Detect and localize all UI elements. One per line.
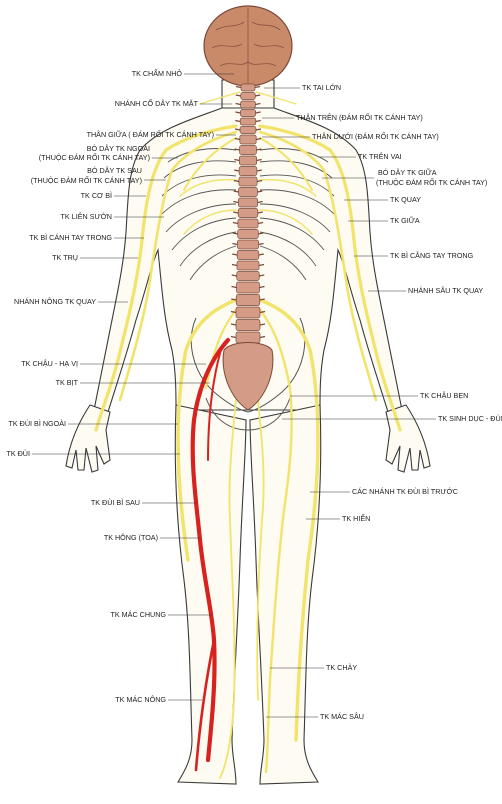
- label-than-giua: THÂN GIỮA ( ĐÁM RỐI TK CÁNH TAY): [87, 129, 214, 139]
- label-tk-chau-ha-vi: TK CHẬU - HẠ VỊ: [21, 359, 78, 368]
- label-tk-chay: TK CHÀY: [326, 663, 357, 672]
- label-tk-dui-bi-ngoai: TK ĐÙI BÌ NGOÀI: [8, 419, 66, 428]
- label-tk-tai-lon: TK TAI LỚN: [302, 83, 341, 92]
- vertebra: [241, 84, 255, 91]
- label-nhanh-co-day-tk-mat: NHÁNH CỔ DÂY TK MẶT: [115, 99, 199, 108]
- label-than-tren: THÂN TRÊN (ĐÁM RỐI TK CÁNH TAY): [296, 112, 423, 122]
- label-tk-co-bi: TK CƠ BÌ: [81, 191, 112, 200]
- label-tk-mac-chung: TK MÁC CHUNG: [110, 610, 166, 619]
- label-cac-nhanh-tk-dui-bi-truoc: CÁC NHÁNH TK ĐÙI BÌ TRƯỚC: [352, 487, 458, 496]
- vertebra: [239, 188, 258, 197]
- label-tk-quay: TK QUAY: [390, 195, 421, 204]
- vertebra: [239, 167, 257, 176]
- label-tk-tren-vai: TK TRÊN VAI: [358, 152, 402, 161]
- label-than-duoi: THÂN DƯỚI (ĐÁM RỐI TK CÁNH TAY): [312, 131, 439, 141]
- vertebra: [239, 156, 256, 165]
- vertebra: [236, 320, 260, 331]
- vertebra: [240, 110, 255, 117]
- label-tk-chau-ben: TK CHẬU BẸN: [420, 391, 468, 400]
- vertebra: [238, 198, 257, 207]
- label-bo-day-tk-ngoai-sub: (THUỘC ĐÁM RỐI TK CÁNH TAY): [39, 152, 150, 162]
- label-tk-mac-sau: TK MÁC SÂU: [320, 712, 364, 721]
- label-tk-tru: TK TRỤ: [52, 253, 78, 262]
- vertebra: [240, 118, 256, 125]
- vertebra: [237, 272, 260, 281]
- label-tk-dui-bi-sau: TK ĐÙI BÌ SAU: [91, 498, 140, 507]
- label-bo-day-tk-ngoai: BÓ DÂY TK NGOÀI: [87, 144, 150, 153]
- vertebra: [237, 282, 260, 293]
- vertebra: [236, 332, 260, 343]
- label-tk-bit: TK BỊT: [56, 378, 79, 387]
- vertebra: [237, 251, 259, 260]
- vertebra: [240, 146, 257, 155]
- label-tk-hong-toa: TK HÔNG (TOA): [104, 533, 158, 542]
- vertebra: [238, 219, 258, 228]
- vertebra: [241, 93, 255, 100]
- vertebra: [236, 307, 260, 318]
- label-bo-day-tk-giua-sub: (THUỘC ĐÁM RỐI TK CÁNH TAY): [376, 177, 487, 187]
- label-tk-lien-suon: TK LIÊN SƯỜN: [61, 212, 112, 221]
- vertebra: [240, 127, 256, 134]
- label-nhanh-nong-tk-quay: NHÁNH NÔNG TK QUAY: [14, 297, 96, 306]
- label-bo-day-tk-sau: BÓ DÂY TK SAU: [87, 166, 142, 175]
- label-tk-bi-canh-tay-trong: TK BÌ CÁNH TAY TRONG: [29, 233, 112, 242]
- label-tk-hien: TK HIỂN: [342, 514, 370, 523]
- label-tk-bi-cang-tay-trong: TK BÌ CẲNG TAY TRONG: [390, 251, 474, 260]
- vertebra: [237, 261, 259, 270]
- label-bo-day-tk-giua: BÓ DÂY TK GIỮA: [378, 168, 437, 177]
- vertebra: [238, 209, 258, 218]
- vertebra: [236, 295, 260, 306]
- label-tk-sinh-duc-dui: TK SINH DỤC - ĐÙI: [438, 414, 502, 423]
- label-tk-cham-nho: TK CHẨM NHỎ: [132, 69, 183, 78]
- vertebra: [238, 230, 259, 239]
- label-nhanh-sau-tk-quay: NHÁNH SÂU TK QUAY: [408, 286, 483, 295]
- vertebra: [239, 177, 257, 186]
- label-tk-mac-nong: TK MÁC NÔNG: [115, 695, 166, 704]
- vertebra: [240, 135, 256, 144]
- label-tk-dui: TK ĐÙI: [6, 449, 30, 458]
- label-bo-day-tk-sau-sub: (THUỘC ĐÁM RỐI TK CÁNH TAY): [31, 175, 142, 185]
- vertebra: [237, 240, 258, 249]
- label-tk-giua: TK GIỮA: [390, 216, 420, 225]
- vertebra: [241, 101, 256, 108]
